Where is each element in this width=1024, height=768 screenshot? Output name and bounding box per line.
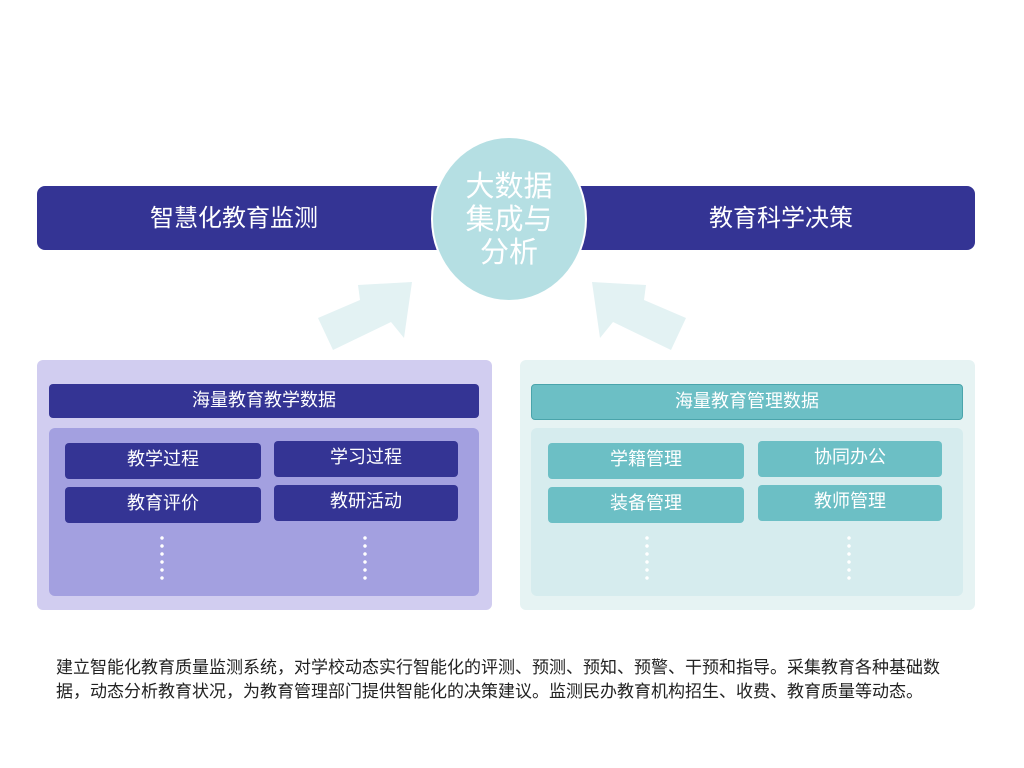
right-up-arrow <box>592 282 686 350</box>
left-item-2: 学习过程 <box>274 441 458 477</box>
left-item-1: 教学过程 <box>65 443 261 479</box>
left-item-4: 教研活动 <box>274 485 458 521</box>
left-ellipsis-1 <box>160 534 164 582</box>
right-item-4: 教师管理 <box>758 485 942 521</box>
banner-left-label: 智慧化教育监测 <box>150 204 318 232</box>
right-item-1: 学籍管理 <box>548 443 744 479</box>
right-ellipsis-1 <box>645 534 649 582</box>
right-item-3: 装备管理 <box>548 487 744 523</box>
left-up-arrow <box>318 282 412 350</box>
center-circle: 大数据集成与分析 <box>431 136 587 302</box>
right-panel-header: 海量教育管理数据 <box>531 384 963 420</box>
banner-right-label: 教育科学决策 <box>709 204 853 232</box>
left-ellipsis-2 <box>363 534 367 582</box>
left-panel-header: 海量教育教学数据 <box>49 384 479 418</box>
right-item-2: 协同办公 <box>758 441 942 477</box>
left-item-3: 教育评价 <box>65 487 261 523</box>
center-circle-label: 大数据集成与分析 <box>465 168 553 269</box>
right-ellipsis-2 <box>847 534 851 582</box>
description-text: 建立智能化教育质量监测系统，对学校动态实行智能化的评测、预测、预知、预警、干预和… <box>56 658 940 702</box>
